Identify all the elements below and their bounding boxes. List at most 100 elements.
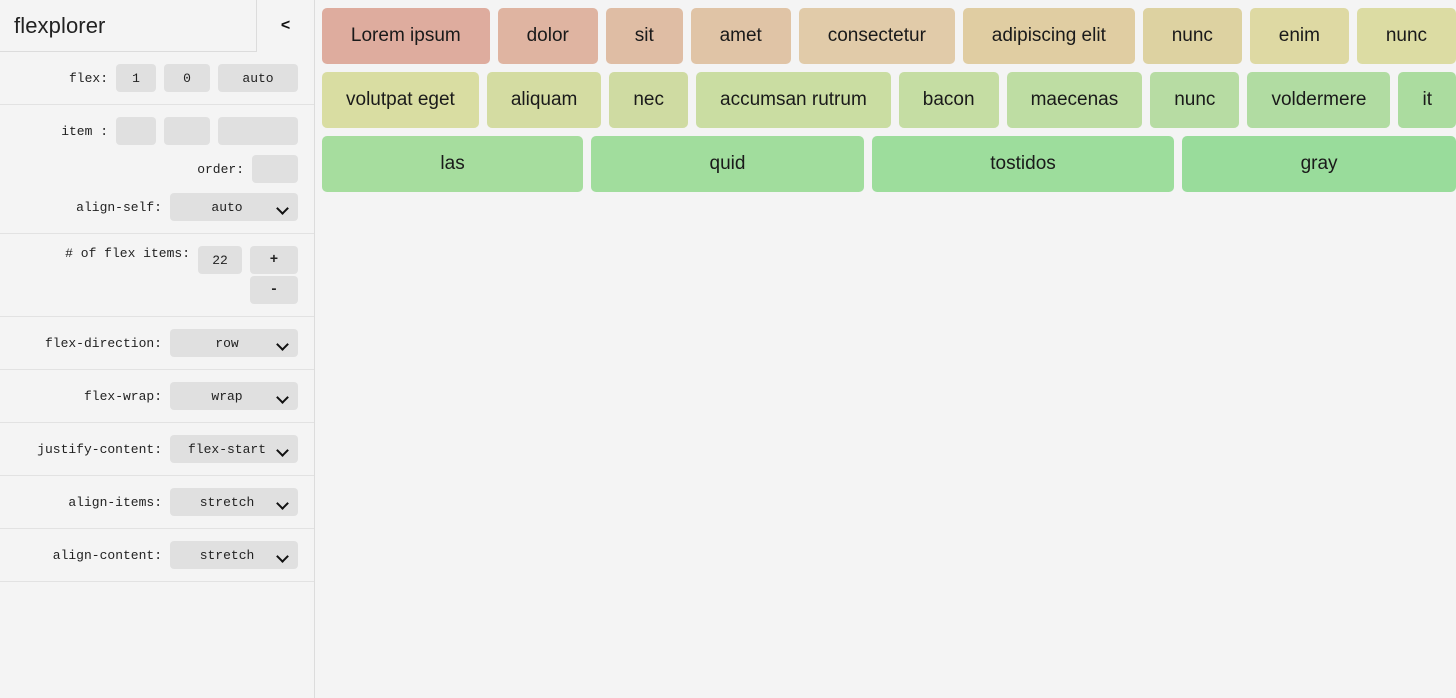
item-flex-basis-input[interactable] bbox=[218, 117, 298, 145]
collapse-sidebar-button[interactable]: < bbox=[256, 0, 314, 52]
flex-item[interactable]: consectetur bbox=[798, 8, 955, 64]
flex-container: Lorem ipsum dolor sit amet consectetur adipis… bbox=[322, 8, 1456, 192]
flex-item[interactable]: maecenas bbox=[1006, 72, 1143, 128]
flex-item-label: las bbox=[440, 153, 465, 174]
section-align-items: align-items: stretch bbox=[0, 476, 314, 529]
row-item: item : bbox=[0, 117, 298, 145]
flex-item-label: volutpat eget bbox=[346, 89, 455, 110]
flex-item[interactable]: nec bbox=[609, 72, 688, 128]
row-item-count: # of flex items: + - bbox=[0, 246, 298, 304]
flex-label: flex: bbox=[68, 70, 108, 86]
chevron-left-icon: < bbox=[280, 16, 291, 35]
justify-content-label: justify-content: bbox=[37, 441, 162, 457]
flex-item-label: nunc bbox=[1174, 89, 1216, 110]
section-item-count: # of flex items: + - bbox=[0, 234, 314, 317]
flex-wrap-select[interactable]: wrap bbox=[170, 382, 298, 410]
flex-item[interactable]: volutpat eget bbox=[322, 72, 479, 128]
flex-item-label: maecenas bbox=[1030, 89, 1119, 110]
section-align-content: align-content:stretch bbox=[0, 529, 314, 582]
align-content-select[interactable]: stretch bbox=[170, 541, 298, 569]
section-container-properties: flex-direction: row flex-wrap:wrap justify-… bbox=[0, 317, 314, 582]
flex-item-label: consectetur bbox=[827, 25, 926, 46]
app-title: flexplorer bbox=[14, 12, 106, 38]
flex-item[interactable]: it bbox=[1398, 72, 1456, 128]
align-items-select-wrap: stretch bbox=[170, 488, 298, 516]
flex-item[interactable]: aliquam bbox=[486, 72, 602, 128]
flex-item-label: bacon bbox=[922, 89, 975, 110]
flex-item-label: accumsan rutrum bbox=[720, 89, 867, 110]
flex-item[interactable]: enim bbox=[1249, 8, 1349, 64]
flex-wrap-select-wrap: wrap bbox=[170, 382, 298, 410]
align-items-label: align-items: bbox=[68, 494, 162, 510]
sidebar: flexplorer < flex: item : order: bbox=[0, 0, 315, 698]
justify-content-select-wrap: flex-start bbox=[170, 435, 298, 463]
align-self-select[interactable]: auto bbox=[170, 193, 298, 221]
align-self-select-wrap: auto bbox=[170, 193, 298, 221]
flex-item-label: adipiscing elit bbox=[991, 25, 1106, 46]
item-count-stepper: + - bbox=[250, 246, 298, 304]
row-flex-direction: flex-direction: row bbox=[0, 329, 298, 357]
item-count-input[interactable] bbox=[198, 246, 242, 274]
justify-content-select[interactable]: flex-start bbox=[170, 435, 298, 463]
flex-item-label: dolor bbox=[526, 25, 569, 46]
section-flex-direction: flex-direction: row bbox=[0, 317, 314, 370]
sidebar-header: flexplorer < bbox=[0, 0, 314, 52]
order-label: order: bbox=[197, 161, 244, 177]
order-input[interactable] bbox=[252, 155, 298, 183]
flex-item-label: enim bbox=[1278, 25, 1320, 46]
flex-item[interactable]: quid bbox=[591, 136, 864, 192]
flex-item[interactable]: tostidos bbox=[871, 136, 1175, 192]
flex-item[interactable]: nunc bbox=[1356, 8, 1456, 64]
flex-direction-label: flex-direction: bbox=[44, 335, 162, 351]
flex-item-label: sit bbox=[634, 25, 654, 46]
decrement-items-button[interactable]: - bbox=[250, 276, 298, 304]
flex-item-label: aliquam bbox=[510, 89, 578, 110]
flex-item[interactable]: adipiscing elit bbox=[962, 8, 1135, 64]
row-align-content: align-content:stretch bbox=[0, 541, 298, 569]
flex-item[interactable]: nunc bbox=[1150, 72, 1240, 128]
flex-item-label: it bbox=[1422, 89, 1432, 110]
flex-item-label: tostidos bbox=[990, 153, 1056, 174]
flex-item[interactable]: Lorem ipsum bbox=[322, 8, 490, 64]
flex-direction-select[interactable]: row bbox=[170, 329, 298, 357]
flex-item-label: gray bbox=[1300, 153, 1338, 174]
flex-item[interactable]: gray bbox=[1182, 136, 1456, 192]
row-flex-wrap: flex-wrap:wrap bbox=[0, 382, 298, 410]
item-count-label: # of flex items: bbox=[65, 246, 190, 261]
flex-basis-input[interactable] bbox=[218, 64, 298, 92]
flex-item[interactable]: sit bbox=[605, 8, 683, 64]
flex-shrink-input[interactable] bbox=[164, 64, 210, 92]
row-align-self: align-self: auto bbox=[0, 193, 298, 221]
flex-grow-input[interactable] bbox=[116, 64, 156, 92]
row-align-items: align-items: stretch bbox=[0, 488, 298, 516]
item-flex-grow-input[interactable] bbox=[116, 117, 156, 145]
row-justify-content: justify-content: flex-start bbox=[0, 435, 298, 463]
flex-item[interactable]: nunc bbox=[1142, 8, 1242, 64]
align-self-label: align-self: bbox=[76, 199, 162, 215]
section-flex-wrap: flex-wrap:wrap bbox=[0, 370, 314, 423]
flex-item-label: Lorem ipsum bbox=[350, 25, 461, 46]
align-items-select[interactable]: stretch bbox=[170, 488, 298, 516]
increment-items-button[interactable]: + bbox=[250, 246, 298, 274]
flex-item-label: amet bbox=[719, 25, 762, 46]
align-content-select-wrap: stretch bbox=[170, 541, 298, 569]
flex-item[interactable]: voldermere bbox=[1247, 72, 1391, 128]
flex-item-label: nec bbox=[633, 89, 664, 110]
flex-item[interactable]: dolor bbox=[497, 8, 598, 64]
flex-direction-select-wrap: row bbox=[170, 329, 298, 357]
flex-item-label: nunc bbox=[1385, 25, 1428, 46]
flex-item[interactable]: amet bbox=[690, 8, 791, 64]
section-justify-content: justify-content: flex-start bbox=[0, 423, 314, 476]
section-flex-shorthand: flex: bbox=[0, 52, 314, 105]
flex-item[interactable]: accumsan rutrum bbox=[696, 72, 891, 128]
row-flex: flex: bbox=[0, 64, 298, 92]
flex-item[interactable]: bacon bbox=[898, 72, 999, 128]
item-flex-shrink-input[interactable] bbox=[164, 117, 210, 145]
section-item-properties: item : order: align-self: auto bbox=[0, 105, 314, 234]
flex-item-label: quid bbox=[709, 153, 746, 174]
row-order: order: bbox=[0, 155, 298, 183]
item-label: item : bbox=[61, 123, 108, 139]
flex-item[interactable]: las bbox=[322, 136, 584, 192]
flex-item-label: voldermere bbox=[1271, 89, 1367, 110]
